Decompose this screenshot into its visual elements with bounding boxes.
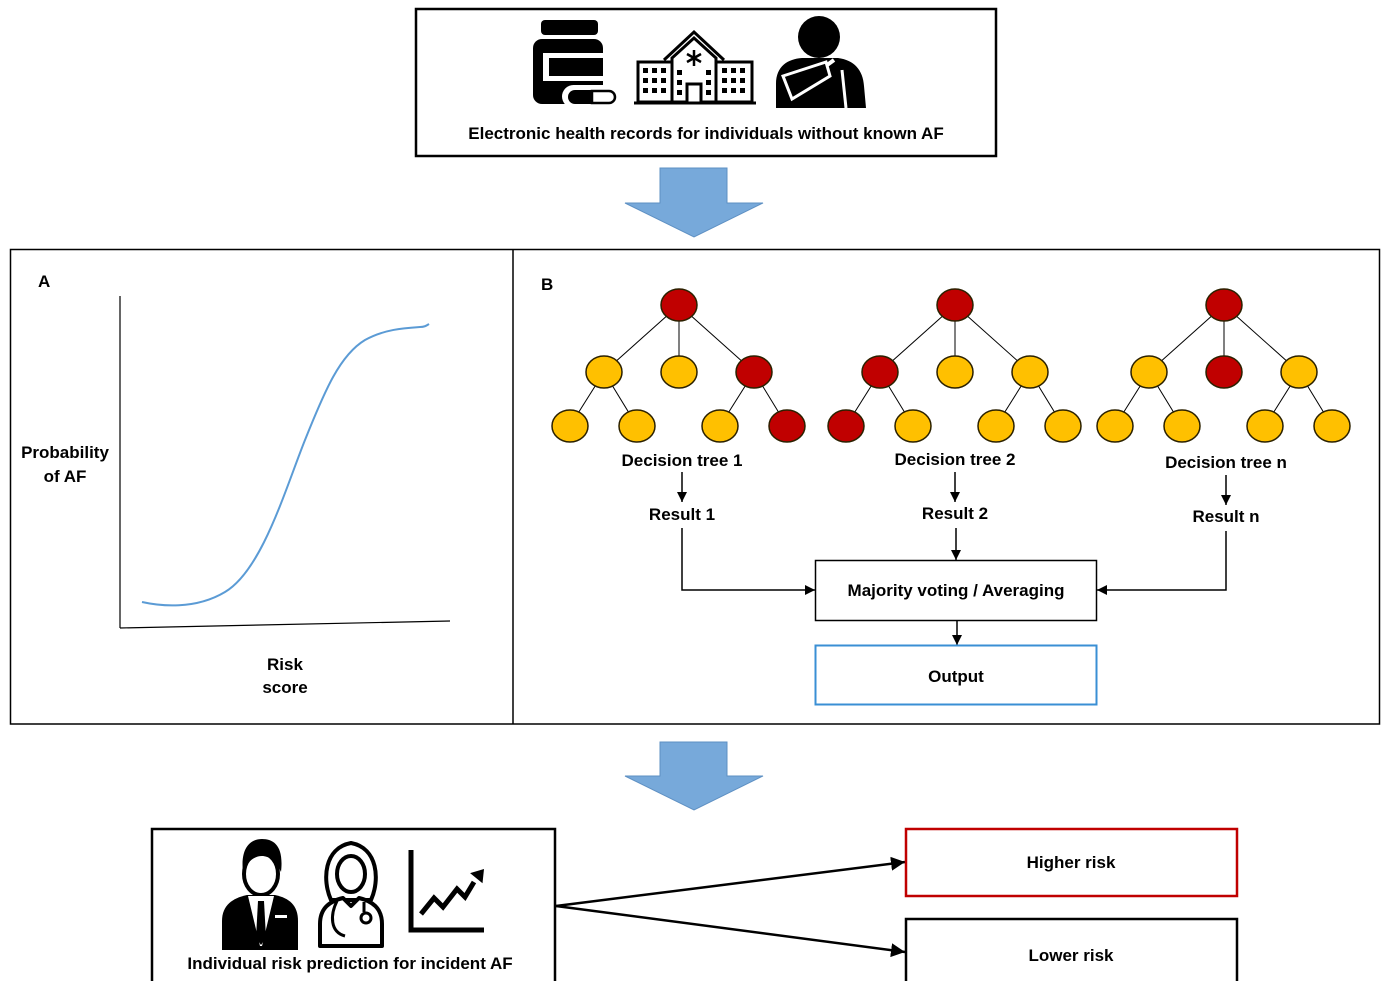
tree-node-root	[936, 288, 974, 322]
input-records-box: Electronic health records for individual…	[414, 7, 998, 158]
hospital-outer-roof	[662, 29, 726, 62]
tree-node-leaf	[1044, 409, 1082, 443]
prediction-box: Individual risk prediction for incident …	[150, 827, 557, 981]
pill-left-half	[568, 90, 592, 104]
probability-curve	[141, 323, 430, 607]
tree-2-label: Decision tree 2	[895, 450, 1016, 469]
panel-a-label: A	[38, 272, 50, 291]
output-box	[814, 644, 1098, 706]
tree-node-leaf	[1163, 409, 1201, 443]
tree-n-label: Decision tree n	[1165, 453, 1287, 472]
flow-arrow-down-bottom	[624, 741, 764, 811]
chart-icon-trend	[419, 880, 477, 916]
output-label: Output	[928, 667, 984, 686]
arm-gap	[840, 69, 848, 109]
tree-node-leaf	[551, 409, 589, 443]
tree-node-branch	[1011, 355, 1049, 389]
tree-node-branch	[861, 355, 899, 389]
tree-node-root	[660, 288, 698, 322]
bottle-cap	[541, 20, 598, 35]
tree-node-leaf	[618, 409, 656, 443]
pill-right-half	[590, 89, 617, 105]
tree-node-leaf	[894, 409, 932, 443]
lower-risk-label: Lower risk	[1028, 946, 1114, 965]
bottle-label	[549, 58, 603, 76]
businessman-hair	[242, 839, 282, 872]
chart-icon-axes	[408, 850, 484, 933]
lower-risk-box: Lower risk	[904, 917, 1239, 981]
higher-risk-label: Higher risk	[1027, 853, 1116, 872]
aggregator-label: Majority voting / Averaging	[848, 581, 1065, 600]
line-chart-icon	[408, 850, 484, 933]
result-n: Result n	[1192, 507, 1259, 526]
higher-risk-box: Higher risk	[904, 827, 1239, 898]
decision-tree-1	[551, 288, 806, 443]
prediction-box-frame	[150, 827, 557, 981]
hospital-door	[685, 82, 703, 105]
stethoscope-chestpiece	[359, 911, 373, 925]
y-axis-label-line-1: Probability	[21, 443, 109, 462]
businessman-pocket	[275, 915, 287, 918]
businessman-icon	[222, 839, 298, 950]
panel-b-random-forest: B Decision tree 1 Decision tree 2 Decisi…	[541, 275, 1351, 706]
hospital-icon	[634, 29, 756, 105]
result-2: Result 2	[922, 504, 988, 523]
decision-tree-3	[1096, 288, 1351, 443]
lower-risk-frame	[904, 917, 1239, 981]
y-axis-label-line-2: of AF	[44, 467, 87, 486]
x-axis	[119, 620, 451, 629]
arm-cast	[781, 60, 832, 102]
businessman-tie	[256, 901, 266, 945]
tree-node-leaf	[1313, 409, 1351, 443]
chart-icon-arrowhead	[470, 869, 484, 884]
tree-node-branch	[585, 355, 623, 389]
tree-node-leaf	[827, 409, 865, 443]
medicine-bottle-icon	[533, 20, 620, 108]
tree-node-branch	[660, 355, 698, 389]
tree-node-leaf	[977, 409, 1015, 443]
input-caption: Electronic health records for individual…	[468, 124, 943, 143]
to-higher-risk-arrow	[555, 856, 906, 908]
panel-b-label: B	[541, 275, 553, 294]
tree-node-leaf	[768, 409, 806, 443]
stethoscope-tube	[331, 900, 346, 938]
injured-person-icon	[776, 16, 866, 109]
tree-node-branch	[1280, 355, 1318, 389]
to-lower-risk-arrow	[555, 904, 906, 958]
hospital-asterisk	[686, 50, 702, 66]
hospital-windows	[643, 68, 745, 95]
decision-trees	[551, 288, 1351, 443]
model-panels-frame	[9, 248, 1381, 725]
panel-a-risk-curve: A Probability of AF Risk score	[21, 272, 451, 697]
tree-node-leaf	[1246, 409, 1284, 443]
doctor-body	[318, 896, 384, 948]
tree-node-leaf	[701, 409, 739, 443]
higher-risk-frame	[904, 827, 1239, 898]
x-axis-label-line-2: score	[262, 678, 307, 697]
tree-node-branch	[936, 355, 974, 389]
prediction-caption: Individual risk prediction for incident …	[187, 954, 512, 973]
person-head	[798, 16, 840, 58]
decision-tree-2	[827, 288, 1082, 443]
doctor-face	[335, 854, 367, 894]
flow-arrow-down-top	[624, 167, 764, 238]
tree-node-branch	[735, 355, 773, 389]
tree-node-root	[1205, 288, 1243, 322]
result-n-to-aggregator-arrow	[1097, 531, 1227, 595]
x-axis-label-line-1: Risk	[267, 655, 303, 674]
tree-node-leaf	[1096, 409, 1134, 443]
result-1: Result 1	[649, 505, 715, 524]
aggregator-box	[814, 559, 1098, 622]
tree-1-label: Decision tree 1	[622, 451, 743, 470]
tree-node-branch	[1130, 355, 1168, 389]
tree-node-branch	[1205, 355, 1243, 389]
result-1-to-aggregator-arrow	[681, 528, 815, 595]
female-doctor-icon	[318, 841, 384, 948]
